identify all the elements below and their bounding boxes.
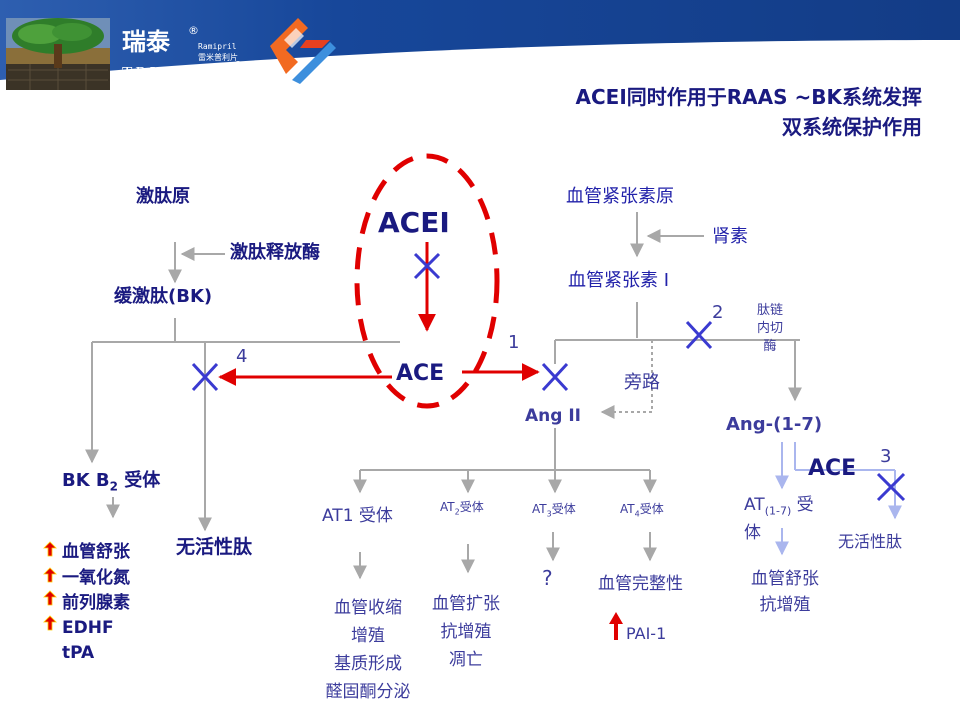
at2-effect-3: 凋亡: [449, 650, 483, 670]
gray-connectors: [85, 212, 802, 580]
cross-ace2-icon: [876, 472, 906, 502]
at1-effect-1: 血管收缩: [334, 598, 402, 618]
at17-prefix: AT: [744, 495, 765, 515]
angiotensinogen-label: 血管紧张素原: [566, 186, 674, 207]
ace2-label: ACE: [808, 456, 857, 481]
brand-reg-mark-2: ®: [233, 60, 243, 71]
kallikrein-label: 激肽释放酶: [230, 242, 320, 263]
bk-receptor-sub: 2: [109, 479, 119, 494]
bk-effect-1: 血管舒张: [62, 542, 130, 562]
at3-sub: 3: [546, 509, 552, 519]
at1-effect-4: 醛固酮分泌: [325, 682, 411, 702]
header-banner: [0, 0, 960, 90]
pai1-label: PAI-1: [626, 624, 667, 643]
at3-suffix: 受体: [551, 502, 576, 516]
at4-receptor-label: AT4受体: [620, 502, 664, 519]
angiotensin-1-label: 血管紧张素 I: [568, 270, 670, 291]
at1-effect-3: 基质形成: [334, 654, 402, 674]
nep-label: 肽链 内切 酶: [750, 302, 790, 356]
red-up-arrows: [43, 541, 623, 640]
bk-effect-4: EDHF: [62, 618, 114, 638]
at3-receptor-label: AT3受体: [532, 502, 576, 519]
at17-receptor-line-1: AT(1-7) 受: [744, 494, 814, 522]
at17-receptor-label: AT(1-7) 受 体: [744, 494, 814, 544]
at4-prefix: AT: [620, 502, 635, 516]
step-number-2: 2: [712, 302, 724, 323]
at4-effect: 血管完整性: [598, 574, 683, 594]
title-line-2: 双系统保护作用: [782, 115, 922, 139]
brand-name-en: TRITACE: [122, 63, 214, 82]
bypass-dotted-arrow: [600, 340, 653, 419]
at2-sub: 2: [454, 507, 460, 517]
bk-effect-3: 前列腺素: [62, 593, 130, 613]
at4-sub: 4: [634, 509, 640, 519]
cross-ang2-icon: [541, 362, 569, 392]
inhibition-crosses: [191, 252, 906, 502]
at2-prefix: AT: [440, 500, 455, 514]
bypass-label: 旁路: [624, 372, 660, 393]
at2-receptor-label: AT2受体: [440, 500, 484, 517]
inactive-peptide-right: 无活性肽: [838, 532, 903, 551]
bk-effect-5: tPA: [62, 643, 95, 663]
step-number-3: 3: [880, 446, 892, 467]
bk-b2-receptor-label: BK B2 受体: [62, 470, 160, 494]
inactive-peptide-left: 无活性肽: [176, 536, 253, 558]
at17-effect-2: 抗增殖: [759, 595, 811, 615]
at2-effect-2: 抗增殖: [440, 622, 492, 642]
cross-acei-icon: [413, 252, 441, 280]
slide-title: ACEI同时作用于RAAS ~BK系统发挥 双系统保护作用: [576, 82, 922, 142]
step-number-1: 1: [508, 332, 520, 353]
tree-logo: [6, 18, 110, 90]
acei-label: ACEI: [378, 206, 450, 239]
renin-label: 肾素: [712, 226, 748, 247]
at3-effect-unknown: ?: [542, 566, 553, 590]
at1-receptor-label: AT1 受体: [322, 506, 393, 526]
acei-ace-highlight-ellipse: [354, 153, 500, 409]
at4-suffix: 受体: [639, 502, 664, 516]
bradykinin-label: 缓激肽(BK): [114, 286, 213, 307]
title-line-1: ACEI同时作用于RAAS ~BK系统发挥: [575, 85, 922, 109]
step-number-4: 4: [236, 346, 248, 367]
ang17-label: Ang-(1-7): [726, 414, 823, 435]
nep-line-2: 内切: [756, 321, 783, 336]
drug-name-en: Ramipril: [198, 42, 237, 51]
nep-line-1: 肽链: [756, 303, 783, 318]
cross-bk-icon: [191, 362, 219, 392]
at1-effects: 血管收缩 增殖 基质形成 醛固酮分泌: [310, 594, 426, 706]
ace-label: ACE: [396, 361, 445, 386]
bk-effect-2: 一氧化氮: [62, 568, 130, 588]
kininogen-label: 激肽原: [136, 186, 190, 207]
bk-receptor-prefix: BK B: [62, 470, 110, 491]
ang2-label: Ang II: [525, 406, 581, 426]
company-logo-icon: [270, 18, 336, 84]
at17-suffix: 受: [791, 495, 814, 515]
ang17-connectors: [775, 442, 902, 556]
at17-receptor-line-2: 体: [744, 523, 761, 544]
nep-line-3: 酶: [763, 339, 777, 354]
at17-effect-1: 血管舒张: [751, 569, 819, 589]
red-arrows: [218, 242, 540, 386]
at17-effects: 血管舒张 抗增殖: [738, 566, 832, 618]
at3-prefix: AT: [532, 502, 547, 516]
at2-suffix: 受体: [459, 500, 484, 514]
drug-name-cn: 雷米普利片: [198, 53, 238, 62]
at2-effects: 血管扩张 抗增殖 凋亡: [418, 590, 514, 674]
cross-nep-icon: [685, 320, 713, 350]
brand-reg-mark: ®: [188, 24, 199, 37]
at17-sub: (1-7): [764, 504, 792, 518]
at1-effect-2: 增殖: [351, 626, 385, 646]
bk-receptor-suffix: 受体: [118, 470, 161, 491]
at2-effect-1: 血管扩张: [432, 594, 500, 614]
brand-name-cn: 瑞泰: [122, 28, 170, 56]
